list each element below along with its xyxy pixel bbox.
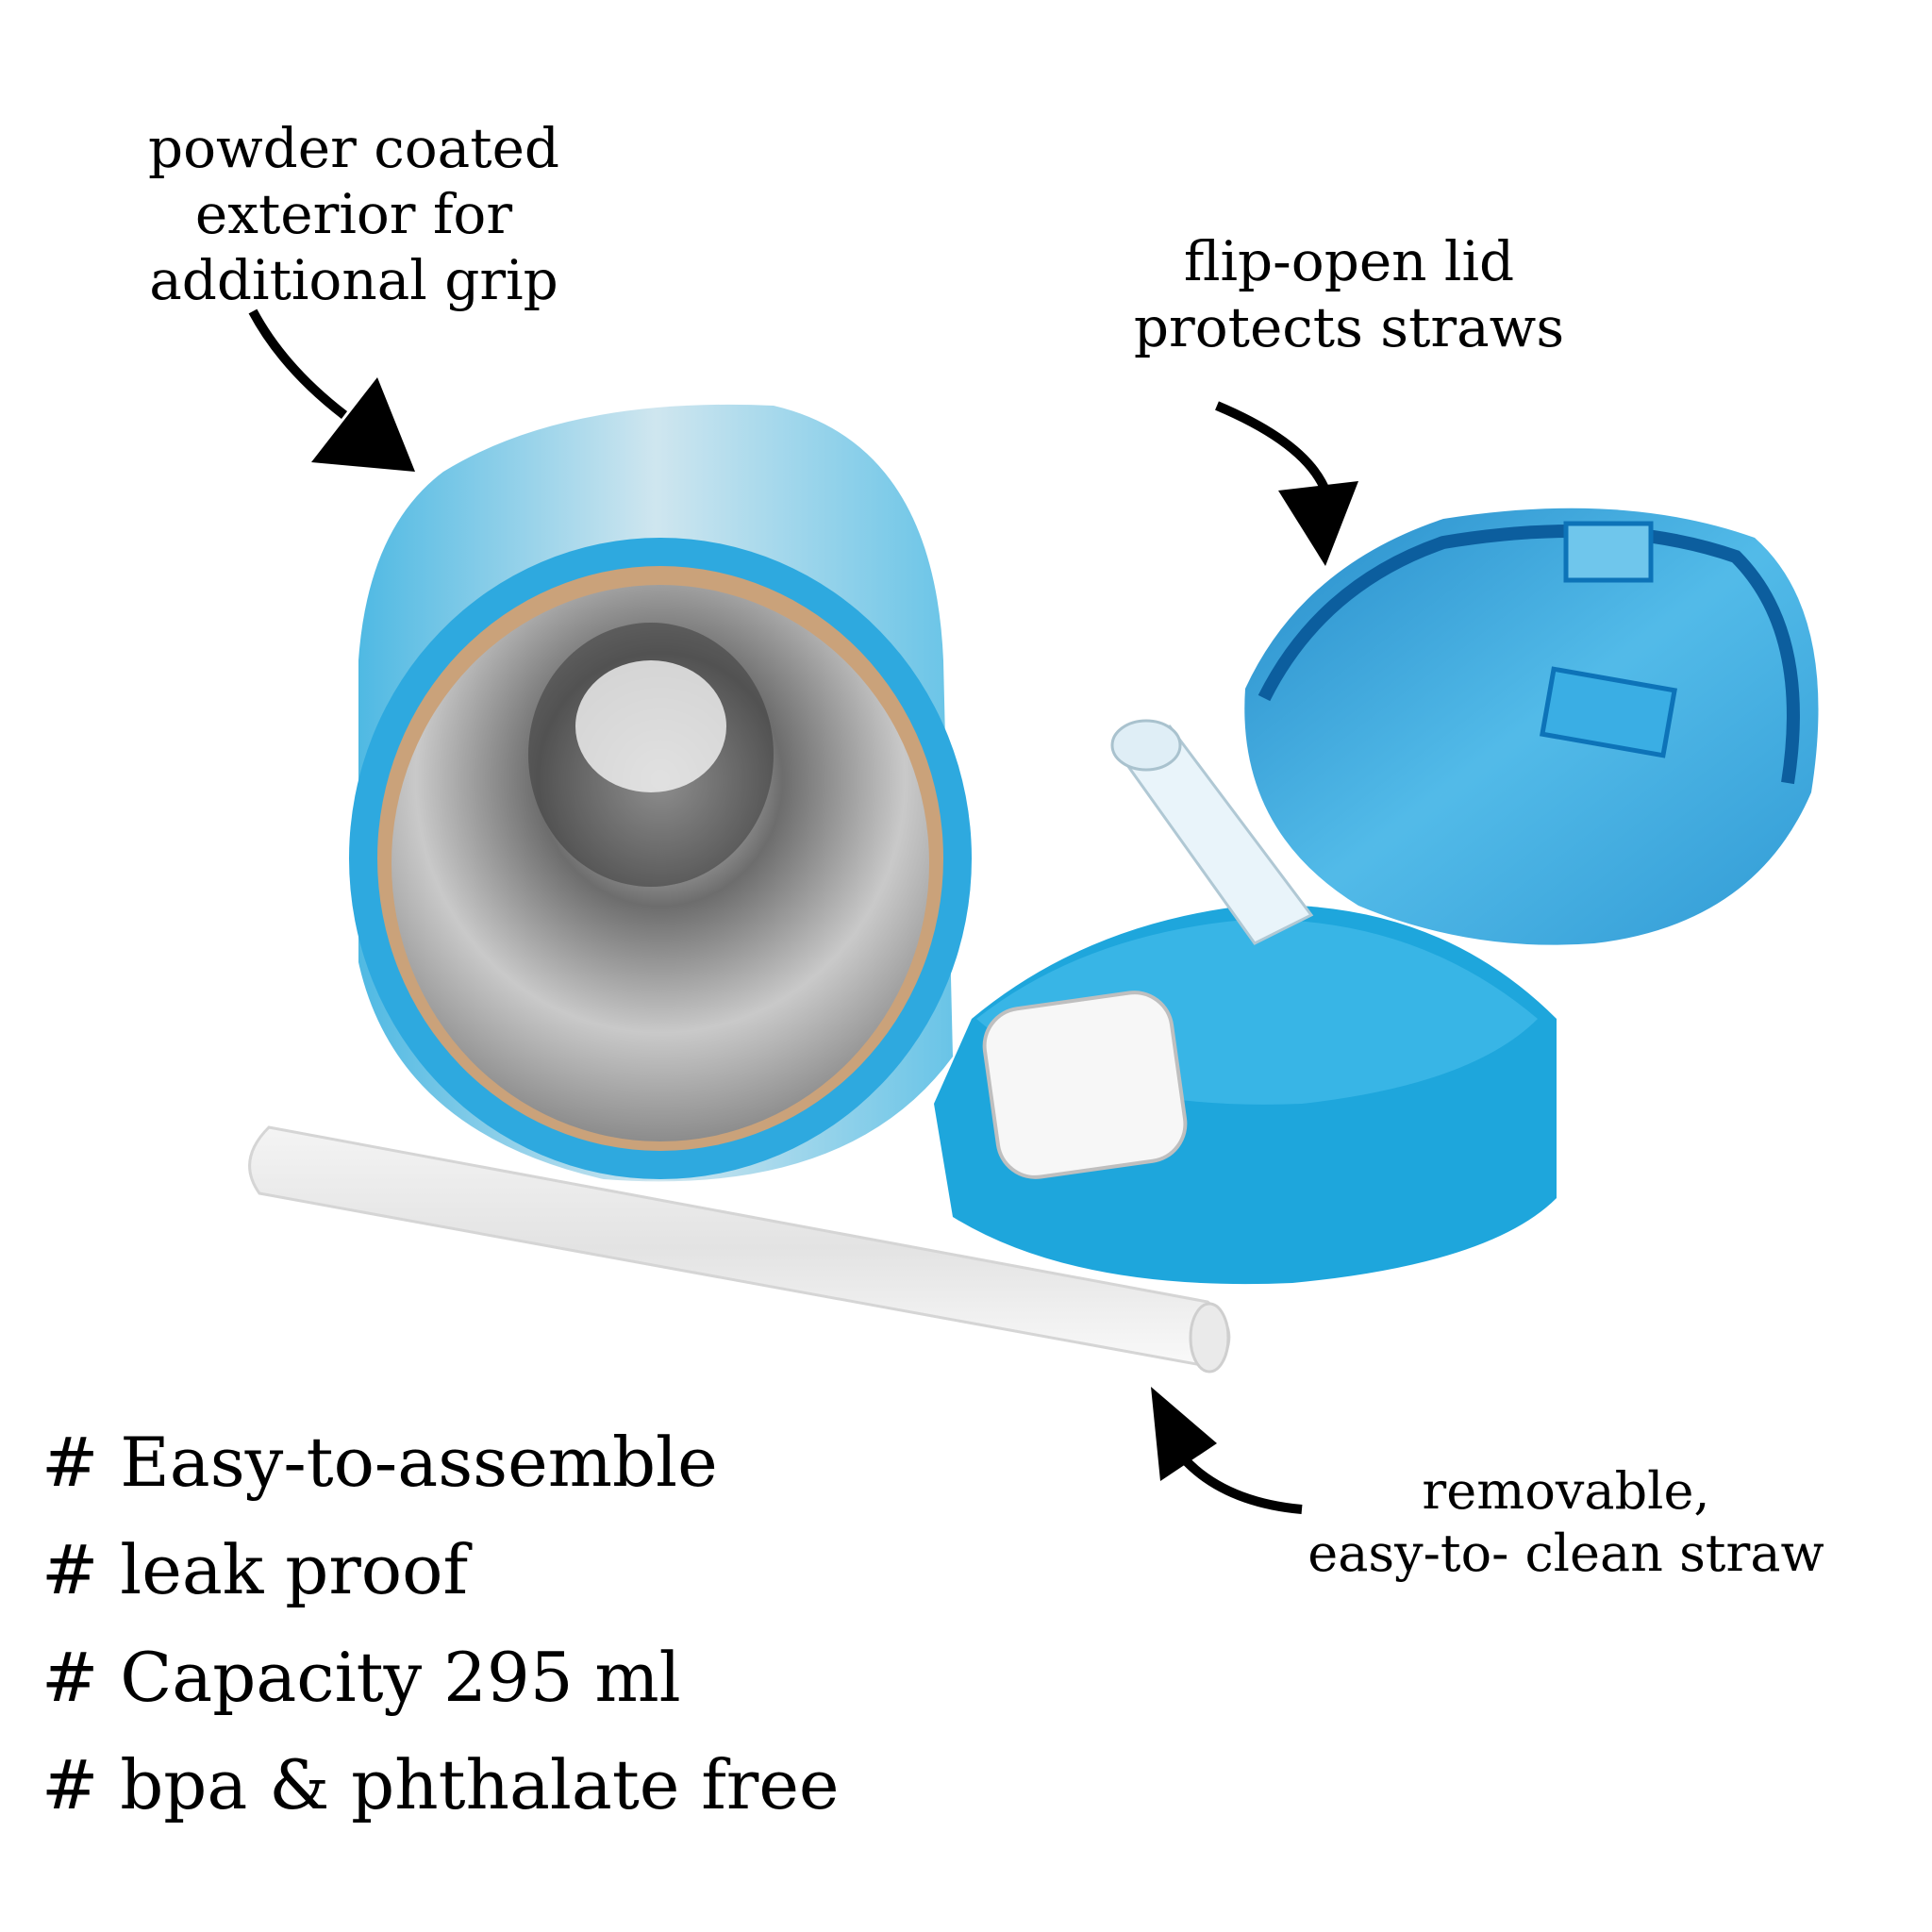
callout-straw-line-2: easy-to- clean straw xyxy=(1307,1524,1824,1583)
feature-bpa-free: # bpa & phthalate free xyxy=(42,1745,840,1824)
lid-shell xyxy=(1244,508,1819,945)
feature-easy-assemble: # Easy-to-assemble xyxy=(42,1423,718,1502)
callout-grip-line-1: powder coated xyxy=(147,116,560,180)
callout-lid-line-2: protects straws xyxy=(1133,295,1565,359)
arrow-icon-lid xyxy=(1215,401,1358,566)
callout-straw-line-1: removable, xyxy=(1422,1461,1710,1521)
arrow-icon-straw xyxy=(1151,1387,1303,1514)
feature-capacity: # Capacity 295 ml xyxy=(42,1638,681,1717)
callout-lid-line-1: flip-open lid xyxy=(1183,229,1515,293)
callout-grip-line-3: additional grip xyxy=(149,248,558,312)
feature-leak-proof: # leak proof xyxy=(42,1530,469,1609)
callout-straw: removable, easy-to- clean straw xyxy=(1302,1460,1830,1585)
callout-grip: powder coated exterior for additional gr… xyxy=(132,115,575,313)
arrow-icon-grip xyxy=(248,308,415,472)
lid-base xyxy=(934,719,1557,1285)
callout-lid: flip-open lid protects straws xyxy=(1113,228,1585,360)
cup-body xyxy=(349,404,972,1182)
callout-grip-line-2: exterior for xyxy=(194,182,513,246)
straw xyxy=(248,1125,1231,1374)
